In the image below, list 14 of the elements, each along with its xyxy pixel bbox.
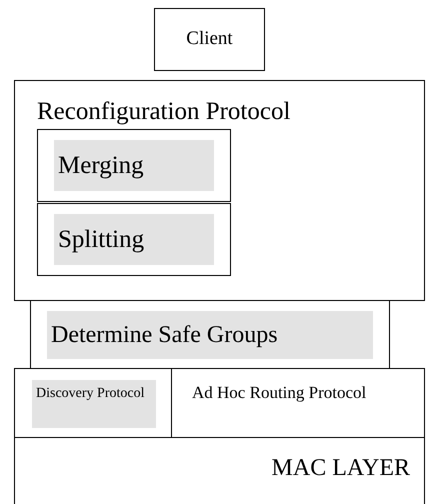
layer-box — [37, 203, 231, 276]
layer-label: Ad Hoc Routing Protocol — [192, 382, 368, 404]
layer-label: Determine Safe Groups — [47, 310, 373, 358]
layer-label: Reconfiguration Protocol — [37, 97, 290, 127]
layer-label: Merging — [54, 140, 214, 191]
layer-box — [154, 8, 265, 71]
layer-label: MAC LAYER — [272, 454, 410, 483]
layer-box — [14, 437, 425, 504]
layer-box — [37, 129, 231, 202]
layer-box — [30, 300, 390, 369]
layer-label: Splitting — [54, 214, 214, 265]
layer-box — [14, 80, 425, 301]
layer-label: Client — [186, 27, 233, 52]
layer-label: Discovery Protocol — [32, 380, 156, 428]
